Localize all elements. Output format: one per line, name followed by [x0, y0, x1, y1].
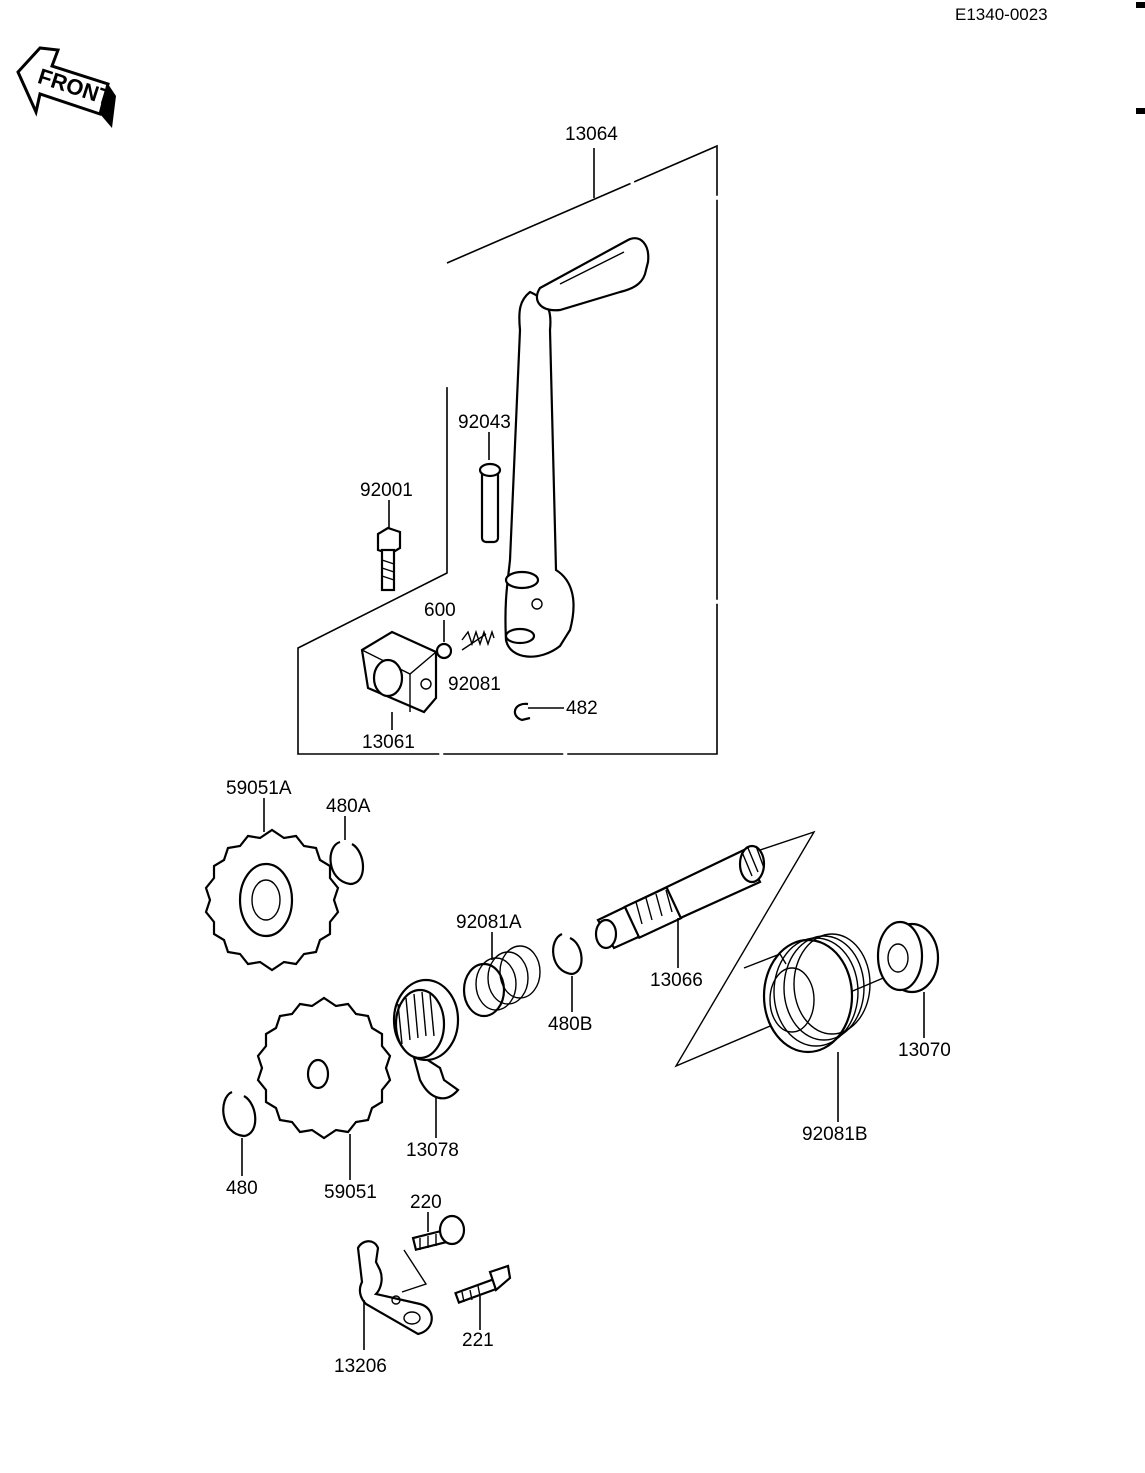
- label-600: 600: [424, 600, 456, 621]
- ball-600: [435, 642, 453, 660]
- label-13064: 13064: [565, 124, 618, 145]
- label-221: 221: [462, 1330, 494, 1351]
- label-480B: 480B: [548, 1014, 592, 1035]
- circlip-480: [222, 1090, 257, 1138]
- label-13206: 13206: [334, 1356, 387, 1377]
- margin-tick-mid: [1136, 108, 1145, 114]
- label-92081B: 92081B: [802, 1124, 868, 1145]
- circlip-480B: [552, 932, 583, 976]
- screw-221: [454, 1264, 512, 1304]
- bolt-92001: [376, 526, 402, 592]
- kick-pedal-group-outline: [297, 144, 718, 755]
- bolt-220: [411, 1214, 466, 1252]
- circlip-480A: [329, 840, 364, 886]
- kick-pedal-arm: [504, 237, 650, 658]
- label-482: 482: [566, 698, 598, 719]
- guide-13206: [356, 1240, 433, 1336]
- spring-92081: [461, 629, 495, 651]
- label-480A: 480A: [326, 796, 371, 817]
- label-13070: 13070: [898, 1040, 951, 1061]
- gear-59051A: [204, 828, 340, 972]
- shaft-13066: [594, 844, 766, 950]
- document-code: E1340-0023: [955, 5, 1048, 24]
- ratchet-13078: [392, 978, 460, 1100]
- front-arrow: FRONT: [16, 46, 116, 128]
- boss-13061: [360, 630, 438, 714]
- pin-92043: [478, 462, 502, 544]
- label-92081: 92081: [448, 674, 501, 695]
- spring-92081B: [743, 933, 871, 1054]
- label-59051: 59051: [324, 1182, 377, 1203]
- label-480: 480: [226, 1178, 258, 1199]
- label-92001: 92001: [360, 480, 413, 501]
- label-13061: 13061: [362, 732, 415, 753]
- label-220: 220: [410, 1192, 442, 1213]
- gear-59051: [256, 996, 392, 1140]
- clip-482: [513, 702, 531, 722]
- label-92043: 92043: [458, 412, 511, 433]
- margin-tick-top: [1136, 2, 1145, 8]
- label-13066: 13066: [650, 970, 703, 991]
- label-92081A: 92081A: [456, 912, 522, 933]
- spring-92081A: [462, 945, 541, 1018]
- label-13078: 13078: [406, 1140, 459, 1161]
- label-59051A: 59051A: [226, 778, 292, 799]
- collar-13070: [876, 920, 940, 994]
